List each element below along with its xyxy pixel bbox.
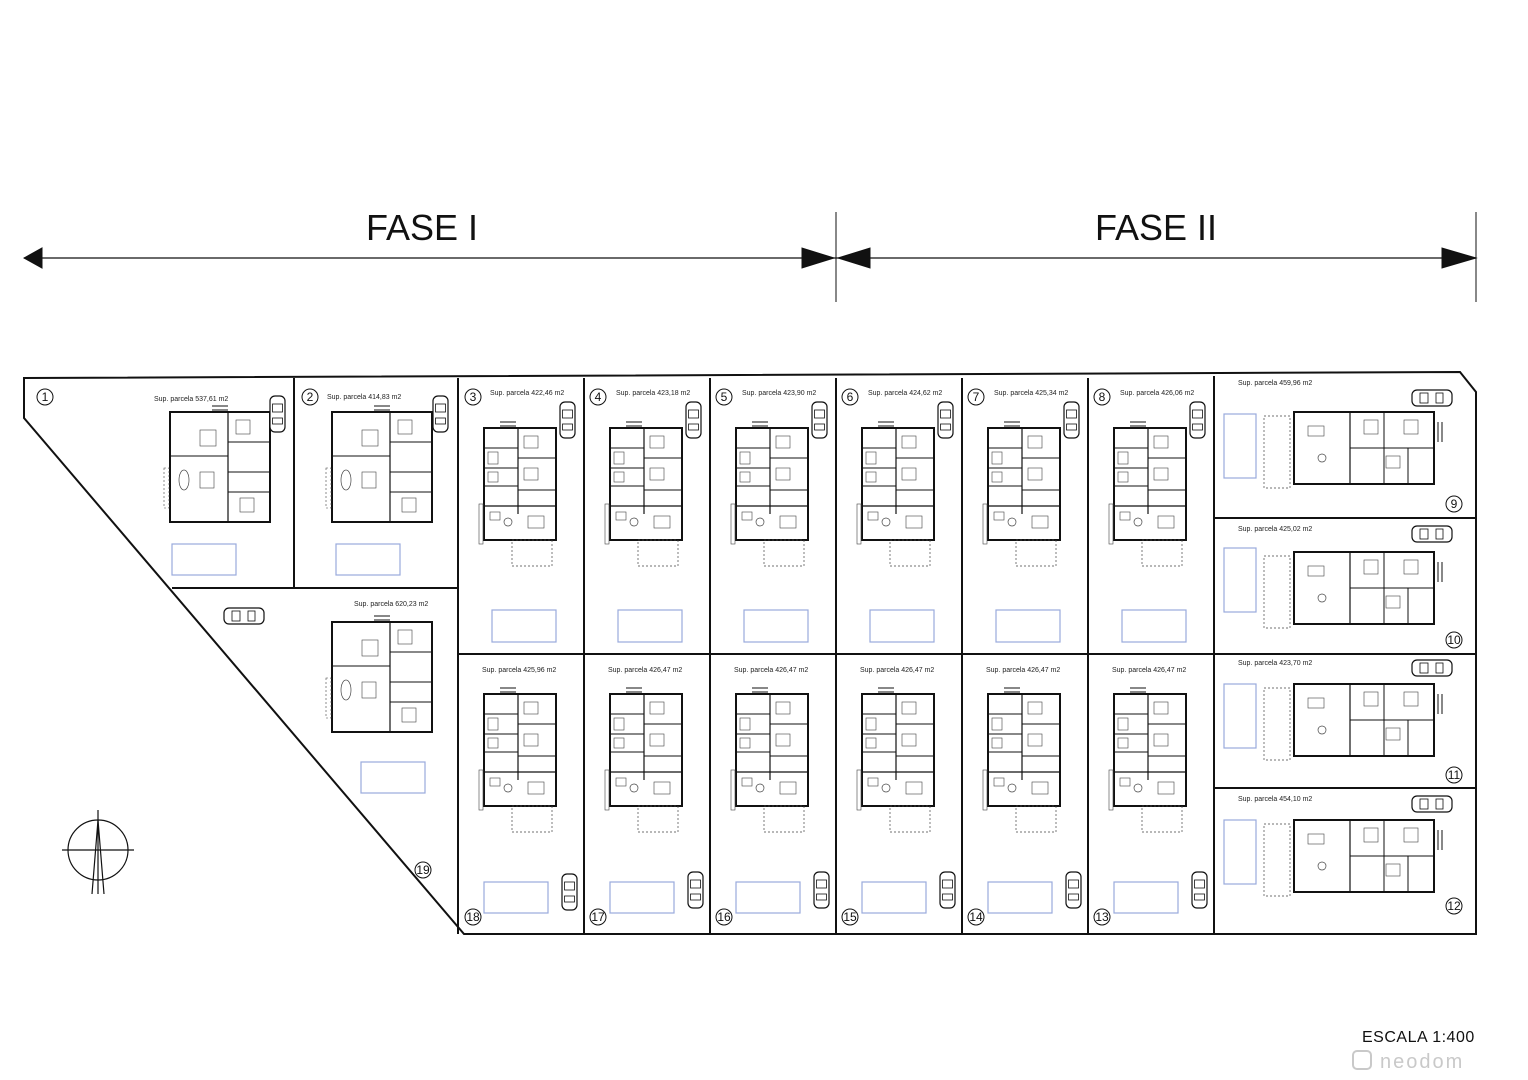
plot-number: 4	[595, 390, 602, 404]
plot-number-circle	[1445, 897, 1463, 915]
plot-area-label: Sup. parcela 425,34 m2	[994, 390, 1068, 397]
plot-number: 17	[591, 910, 605, 924]
plot-number-circle	[36, 388, 54, 406]
plot-number: 12	[1447, 899, 1461, 913]
plot-number-circle	[301, 388, 319, 406]
plot-number: 18	[466, 910, 480, 924]
plot-number: 7	[973, 390, 980, 404]
plot-number: 11	[1448, 768, 1461, 782]
plot-number-circle	[715, 388, 733, 406]
plot-area-label: Sup. parcela 454,10 m2	[1238, 796, 1312, 803]
plot-area-label: Sup. parcela 620,23 m2	[354, 601, 428, 608]
plot-number-circle	[1093, 388, 1111, 406]
plot-number: 14	[969, 910, 983, 924]
pool-icon	[171, 413, 1257, 914]
house-plans	[163, 405, 1443, 897]
plot-number-circle	[1445, 495, 1463, 513]
plot-area-label: Sup. parcela 426,47 m2	[608, 667, 682, 674]
site-boundary	[23, 370, 1477, 935]
plot-number: 5	[721, 390, 728, 404]
plot-number-circle	[841, 908, 859, 926]
plot-number: 8	[1099, 390, 1106, 404]
plot-number-circle	[414, 861, 432, 879]
plot-area-label: Sup. parcela 426,47 m2	[986, 667, 1060, 674]
phase-dimension-lines	[22, 212, 1478, 302]
plot-number: 13	[1095, 910, 1109, 924]
plot-area-label: Sup. parcela 423,18 m2	[616, 390, 690, 397]
plot-number: 6	[847, 390, 854, 404]
plot-number: 9	[1451, 497, 1458, 511]
plot-area-label: Sup. parcela 426,47 m2	[734, 667, 808, 674]
phase-2-title: FASE II	[1095, 207, 1217, 248]
plot-number-circle	[1445, 631, 1463, 649]
plot-area-label: Sup. parcela 425,96 m2	[482, 667, 556, 674]
plot-number: 1	[42, 390, 49, 404]
plot-area-label: Sup. parcela 426,47 m2	[860, 667, 934, 674]
plot-number-circle	[715, 908, 733, 926]
plot-area-label: Sup. parcela 422,46 m2	[490, 390, 564, 397]
plot-number: 3	[470, 390, 477, 404]
plot-number: 10	[1447, 633, 1461, 647]
plot-area-label: Sup. parcela 426,06 m2	[1120, 390, 1194, 397]
scale-label: ESCALA 1:400	[1362, 1029, 1475, 1046]
plot-area-label: Sup. parcela 414,83 m2	[327, 394, 401, 401]
plot-area-label: Sup. parcela 423,90 m2	[742, 390, 816, 397]
logo-icon	[1352, 1050, 1372, 1070]
plot-number-circle	[967, 388, 985, 406]
plot-area-label: Sup. parcela 425,02 m2	[1238, 526, 1312, 533]
plot-number-circle	[841, 388, 859, 406]
plot-number-circle	[464, 908, 482, 926]
plot-number: 16	[717, 910, 731, 924]
watermark: neodom	[1352, 1050, 1464, 1074]
car-icon	[223, 389, 1453, 911]
plot-labels: Sup. parcela 537,61 m2 1 Sup. parcela 414,…	[36, 380, 1463, 926]
plot-number-circle	[1093, 908, 1111, 926]
plot-number-circle	[589, 908, 607, 926]
plot-number: 2	[307, 390, 314, 404]
plot-area-label: Sup. parcela 426,47 m2	[1112, 667, 1186, 674]
plot-area-label: Sup. parcela 423,70 m2	[1238, 660, 1312, 667]
plot-number: 15	[843, 910, 857, 924]
plot-area-label: Sup. parcela 537,61 m2	[154, 396, 228, 403]
plot-area-label: Sup. parcela 424,62 m2	[868, 390, 942, 397]
plot-number-circle	[589, 388, 607, 406]
plot-number-circle	[1445, 766, 1463, 784]
north-arrow-icon	[62, 810, 134, 895]
phase-1-title: FASE I	[366, 207, 478, 248]
plot-area-label: Sup. parcela 459,96 m2	[1238, 380, 1312, 387]
watermark-text: neodom	[1380, 1051, 1465, 1073]
plot-number-circle	[967, 908, 985, 926]
plot-number: 19	[416, 863, 430, 877]
plot-number-circle	[464, 388, 482, 406]
